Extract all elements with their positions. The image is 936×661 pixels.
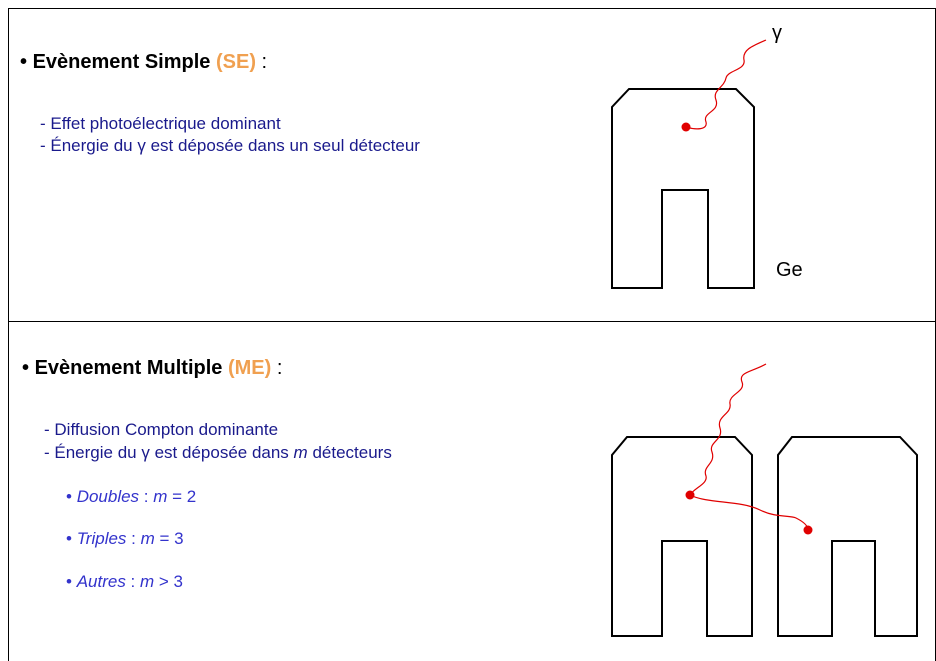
se-line-2-a: - Énergie du xyxy=(40,136,133,155)
me-line-2-a: - Énergie du xyxy=(44,443,137,462)
se-line-2-b: est déposée dans un seul détecteur xyxy=(150,136,420,155)
separator: : xyxy=(139,487,154,506)
me-title-text: Evènement Multiple xyxy=(34,357,223,379)
list-bullet: • xyxy=(66,572,72,591)
m-symbol: m xyxy=(140,529,155,548)
multiplicity-label: Triples xyxy=(76,529,127,548)
gamma-ray-path-multiple xyxy=(689,363,767,496)
list-bullet: • xyxy=(66,529,72,548)
se-title-bullet: • xyxy=(20,51,28,73)
me-line-1: - Diffusion Compton dominante xyxy=(44,420,279,439)
se-line-1: - Effet photoélectrique dominant xyxy=(40,114,281,133)
multiplicity-value: = 3 xyxy=(154,529,184,548)
separator: : xyxy=(126,529,141,548)
me-line-2: - Énergie du γ est déposée dans m détect… xyxy=(44,443,392,463)
ge-detector-left xyxy=(611,436,753,637)
interaction-point-single xyxy=(681,122,691,132)
multiplicity-value: > 3 xyxy=(154,572,184,591)
list-bullet: • xyxy=(66,487,72,506)
se-title-colon: : xyxy=(261,51,268,73)
interaction-point-first xyxy=(685,490,695,500)
m-symbol: m xyxy=(140,572,155,591)
multiplicity-label: Autres xyxy=(76,572,126,591)
me-title: • Evènement Multiple (ME) : xyxy=(22,357,282,380)
multiplicity-autres: • Autres : m > 3 xyxy=(66,572,183,592)
interaction-point-second xyxy=(803,525,813,535)
se-line-2: - Énergie du γ est déposée dans un seul … xyxy=(40,136,420,156)
me-line-2-b: est déposée dans xyxy=(154,443,289,462)
me-line-2-m: m xyxy=(293,443,308,462)
se-title: • Evènement Simple (SE) : xyxy=(20,51,267,74)
compton-scatter-path xyxy=(689,494,809,531)
m-symbol: m xyxy=(153,487,168,506)
multiplicity-doubles: • Doubles : m = 2 xyxy=(66,487,196,507)
multiplicity-label: Doubles xyxy=(76,487,140,506)
gamma-label: γ xyxy=(772,22,782,44)
separator: : xyxy=(125,572,140,591)
me-title-accent: (ME) xyxy=(227,357,272,379)
ge-detector-single xyxy=(611,88,755,289)
ge-detector-right xyxy=(777,436,918,637)
gamma-ray-path-single xyxy=(685,39,767,130)
se-line-2-gamma: γ xyxy=(137,136,146,155)
se-title-accent: (SE) xyxy=(215,51,256,73)
me-line-2-gamma: γ xyxy=(141,443,150,462)
ge-label: Ge xyxy=(776,259,803,281)
me-line-2-c: détecteurs xyxy=(312,443,392,462)
me-title-colon: : xyxy=(276,357,283,379)
multiplicity-value: = 2 xyxy=(167,487,197,506)
se-title-text: Evènement Simple xyxy=(32,51,211,73)
multiplicity-triples: • Triples : m = 3 xyxy=(66,529,184,549)
me-title-bullet: • xyxy=(22,357,30,379)
